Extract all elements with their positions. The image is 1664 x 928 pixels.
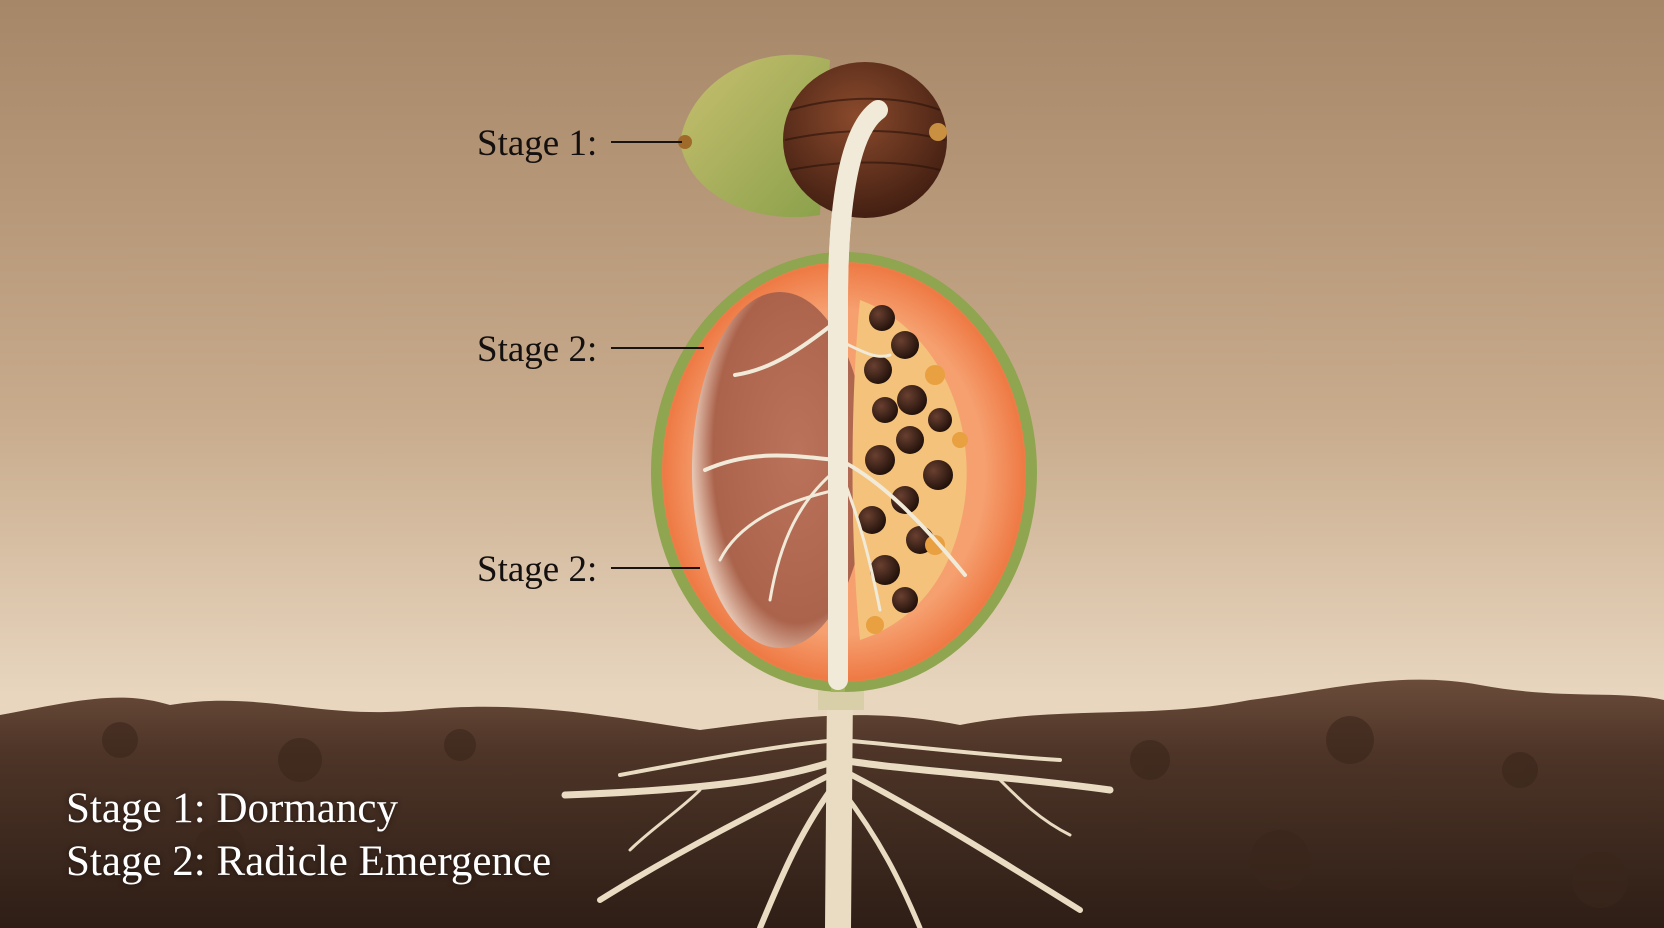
soil-texture [102,716,1628,908]
roots [561,677,1114,928]
seeds [858,305,953,613]
seed-cluster [852,300,967,640]
callout-label-stage-2-upper: Stage 2: [477,329,598,370]
cavity [692,292,868,648]
callout-label-stage-1: Stage 1: [477,123,598,164]
dormant-seed [678,54,947,310]
legend-item-dormancy: Stage 1: Dormancy [66,785,398,832]
legend: Stage 1: Dormancy Stage 2: Radicle Emerg… [66,782,551,888]
callout-label-stage-2-lower: Stage 2: [477,549,598,590]
legend-item-radicle-emergence: Stage 2: Radicle Emergence [66,838,552,885]
